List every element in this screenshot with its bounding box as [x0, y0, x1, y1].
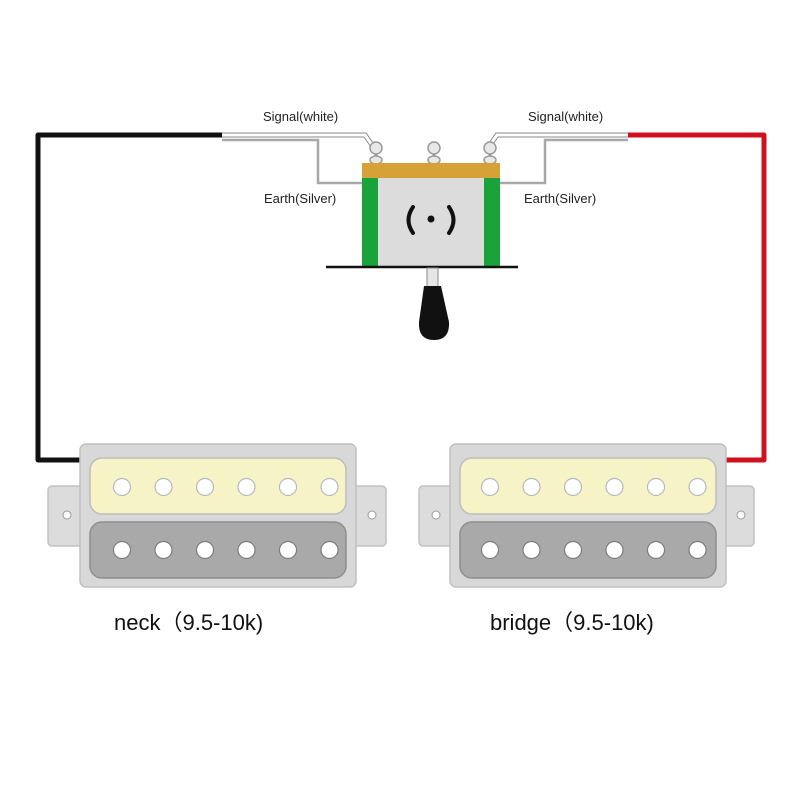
pole-piece: [237, 477, 256, 497]
left-signal-wire: [222, 132, 375, 147]
pole-piece: [480, 540, 500, 560]
pole-piece: [522, 477, 541, 497]
switch-center-symbol: [406, 205, 456, 235]
bridge-coil-bottom: [459, 521, 717, 579]
pole-piece: [195, 477, 215, 497]
pole-piece: [320, 540, 339, 560]
bridge-caption: bridge（9.5-10k): [490, 610, 654, 635]
earth-label-right: Earth(Silver): [524, 191, 596, 206]
pole-piece: [646, 477, 666, 497]
neck-pickup: [47, 443, 387, 588]
switch-lug-center: [427, 141, 441, 165]
neck-pole-pieces-bottom: [112, 540, 339, 560]
bridge-pole-pieces-bottom: [480, 540, 707, 560]
pole-piece: [195, 540, 215, 560]
pole-piece: [112, 477, 132, 497]
switch-side-left: [362, 178, 378, 266]
pole-piece: [278, 477, 298, 497]
pole-piece: [688, 540, 707, 560]
right-earth-wire: [500, 138, 628, 185]
switch-lug-right: [483, 141, 497, 165]
pole-piece: [688, 477, 707, 497]
neck-coil-bottom: [89, 521, 347, 579]
pole-piece: [154, 540, 173, 560]
switch-top-plate: [362, 163, 500, 178]
toggle-switch: [326, 141, 518, 340]
bridge-pickup: [418, 443, 755, 588]
pole-piece: [154, 477, 173, 497]
toggle-tip-icon: [418, 286, 450, 340]
neck-caption: neck（9.5-10k): [114, 610, 263, 635]
pole-piece: [480, 477, 500, 497]
switch-side-right: [484, 178, 500, 266]
neck-coil-top: [89, 457, 347, 515]
earth-label-left: Earth(Silver): [264, 191, 336, 206]
pole-piece: [522, 540, 541, 560]
pole-piece: [605, 477, 624, 497]
pole-piece: [563, 477, 583, 497]
bridge-coil-top: [459, 457, 717, 515]
pole-piece: [112, 540, 132, 560]
pole-piece: [320, 477, 339, 497]
pole-piece: [605, 540, 624, 560]
pole-piece: [278, 540, 298, 560]
signal-label-left: Signal(white): [263, 109, 338, 124]
switch-lug-left: [369, 141, 383, 165]
pole-piece: [563, 540, 583, 560]
pole-piece: [646, 540, 666, 560]
toggle-shaft: [426, 267, 439, 289]
pole-piece: [237, 540, 256, 560]
neck-pole-pieces-top: [112, 477, 339, 497]
bridge-hot-wire: [628, 132, 767, 463]
bridge-pole-pieces-top: [480, 477, 707, 497]
neck-hot-wire: [35, 132, 222, 463]
signal-label-right: Signal(white): [528, 109, 603, 124]
left-earth-wire: [222, 138, 362, 185]
